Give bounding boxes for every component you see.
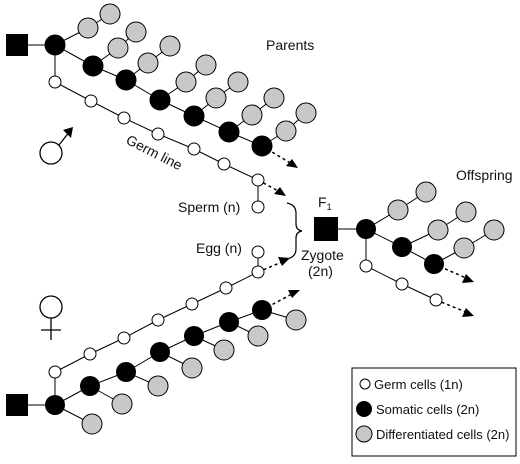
germ-cell <box>83 347 97 361</box>
germ-cell <box>151 313 165 327</box>
egg-to-zygote-arrow <box>257 261 283 273</box>
differentiated-cell <box>195 54 217 76</box>
somatic-cell <box>252 300 272 320</box>
differentiated-cell <box>107 37 129 59</box>
arrowhead <box>288 290 300 298</box>
f1-label: F1 <box>318 194 332 212</box>
legend: Germ cells (1n) Somatic cells (2n) Diffe… <box>351 367 517 457</box>
arrowhead <box>286 159 298 168</box>
somatic-cell <box>251 135 273 157</box>
egg-label: Egg (n) <box>196 240 242 256</box>
differentiated-cell <box>125 21 147 43</box>
legend-somatic-swatch <box>356 401 372 417</box>
differentiated-cell <box>213 339 235 361</box>
germ-cell <box>429 293 443 307</box>
germ-cell <box>251 265 265 279</box>
arrowhead <box>278 257 290 266</box>
differentiated-cell <box>241 104 263 126</box>
male-parent-square <box>6 34 28 56</box>
germ-cell <box>48 365 62 379</box>
somatic-cell <box>116 362 136 382</box>
germ-cell <box>359 259 373 273</box>
somatic-cell <box>80 376 100 396</box>
arrowhead <box>462 308 474 317</box>
zygote-square <box>314 217 338 241</box>
zygote-label: Zygote <box>301 247 344 263</box>
germ-cell <box>251 173 265 187</box>
legend-germ-label: Germ cells (1n) <box>374 377 463 392</box>
differentiated-cell <box>427 219 449 241</box>
differentiated-cell <box>181 357 203 379</box>
arrowhead <box>274 187 286 196</box>
gamete-brace <box>286 202 303 260</box>
somatic-cell <box>45 395 65 415</box>
differentiated-cell <box>387 199 409 221</box>
offspring-germ-continuation-arrow <box>435 299 467 313</box>
germ-cell <box>151 127 165 141</box>
somatic-cell <box>219 312 239 332</box>
somatic-cell <box>392 237 412 257</box>
differentiated-cell <box>99 3 121 25</box>
differentiated-cell <box>285 309 307 331</box>
germ-cell <box>217 157 231 171</box>
somatic-cell <box>356 219 376 239</box>
somatic-cell <box>115 69 137 91</box>
germ-cell <box>84 94 98 108</box>
germ-cell <box>117 111 131 125</box>
differentiated-cell <box>159 35 181 57</box>
somatic-cell <box>44 34 66 56</box>
differentiated-cell <box>483 219 505 241</box>
somatic-cell <box>149 89 171 111</box>
legend-differentiated-label: Differentiated cells (2n) <box>376 427 509 442</box>
egg-cell <box>251 245 265 259</box>
germ-cell <box>219 281 233 295</box>
legend-germ-swatch <box>359 378 371 390</box>
differentiated-cell <box>247 325 269 347</box>
germ-cell <box>187 142 201 156</box>
differentiated-cell <box>415 181 437 203</box>
somatic-cell <box>218 121 240 143</box>
male-arrowhead-icon <box>63 127 73 138</box>
germ-cell <box>185 297 199 311</box>
zygote-ploidy-label: (2n) <box>308 263 333 279</box>
differentiated-cell <box>455 201 477 223</box>
differentiated-cell <box>147 375 169 397</box>
differentiated-cell <box>137 52 159 74</box>
sperm-cell <box>251 200 265 214</box>
parents-label: Parents <box>266 37 314 53</box>
legend-somatic-label: Somatic cells (2n) <box>376 402 479 417</box>
differentiated-cell <box>111 393 133 415</box>
somatic-cell <box>424 254 444 274</box>
differentiated-cell <box>175 71 197 93</box>
legend-differentiated-swatch <box>355 425 373 443</box>
differentiated-cell <box>227 71 249 93</box>
female-symbol-icon <box>39 295 63 340</box>
arrowhead <box>462 274 474 283</box>
offspring-label: Offspring <box>456 167 513 183</box>
differentiated-cell <box>295 102 317 124</box>
differentiated-cell <box>81 413 103 435</box>
germ-cell <box>395 277 409 291</box>
differentiated-cell <box>275 120 297 142</box>
differentiated-cell <box>205 87 227 109</box>
male-symbol-icon <box>39 130 71 165</box>
sperm-label: Sperm (n) <box>178 199 240 215</box>
legend-box <box>351 367 517 457</box>
somatic-cell <box>82 55 104 77</box>
female-parent-square <box>6 394 28 416</box>
sperm-to-zygote-arrow <box>257 179 281 193</box>
somatic-cell <box>183 105 205 127</box>
germ-cell <box>117 331 131 345</box>
somatic-cell <box>150 342 170 362</box>
somatic-cell <box>184 326 204 346</box>
differentiated-cell <box>77 17 99 39</box>
differentiated-cell <box>453 237 475 259</box>
germ-cell <box>48 75 62 89</box>
differentiated-cell <box>263 87 285 109</box>
